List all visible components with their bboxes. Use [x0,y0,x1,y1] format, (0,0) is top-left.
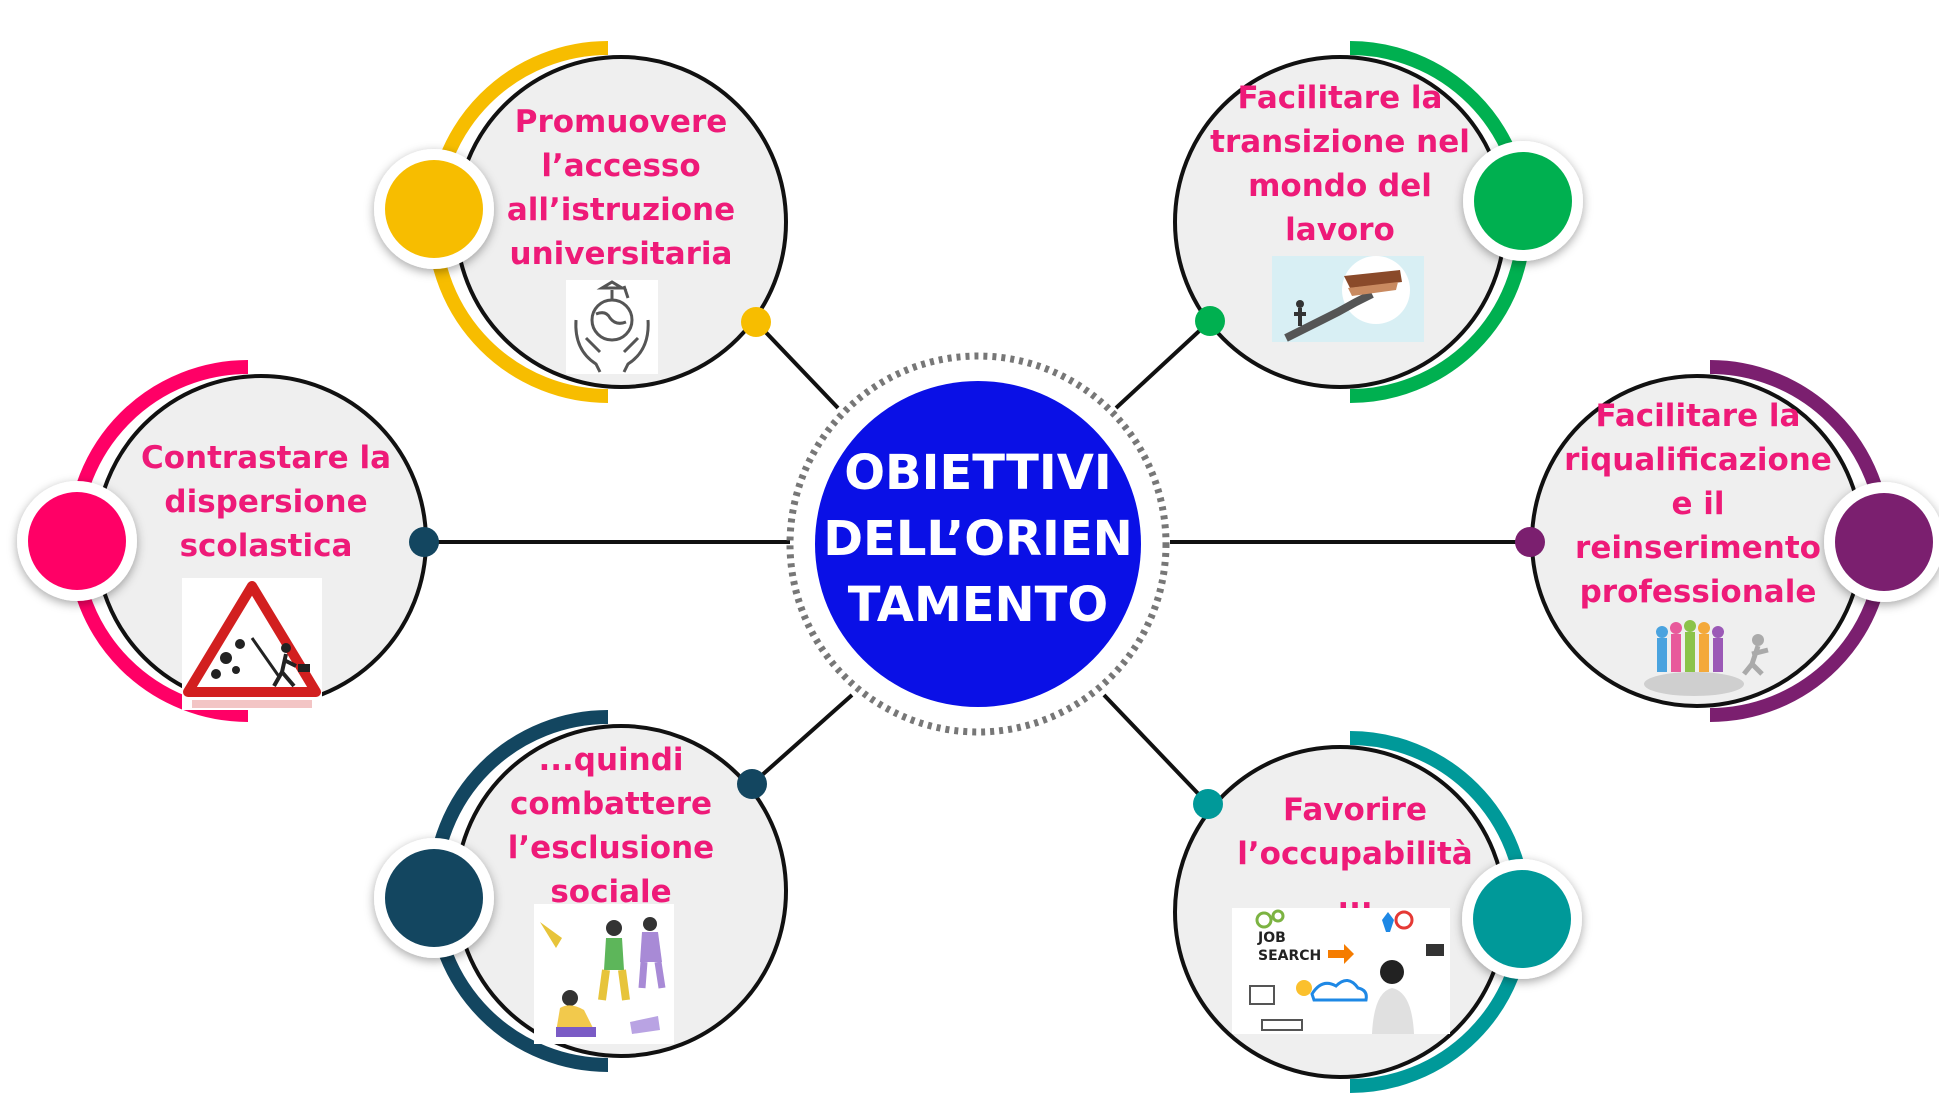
node-connector-dot [737,769,767,799]
connector-lavoro [1114,319,1212,410]
svg-text:JOB SEARCH: JOB SEARCH [1257,930,1321,964]
people-group-icon [1644,620,1769,696]
connector-lines [424,319,1530,806]
node-connector-dot [741,307,771,337]
node-badge-fill [28,492,126,590]
node-dispersione [17,360,439,722]
node-text-dispersione: Contrastare la dispersione scolastica [141,440,391,564]
connector-universita [754,320,840,410]
center-circle [815,381,1141,707]
node-text-universita: Promuovere l’accesso all’istruzione univ… [506,104,736,272]
node-connector-dot [1515,527,1545,557]
node-badge-fill [1474,152,1572,250]
node-connector-dot [1195,306,1225,336]
node-badge-fill [1473,870,1571,968]
connector-occupabilita [1102,693,1210,806]
job-search-line-1: JOB [1257,930,1286,946]
node-badge-fill [1835,493,1933,591]
stairs-to-work-icon [1272,256,1424,342]
social-exclusion-people-icon [534,904,674,1044]
node-lavoro [1173,41,1583,403]
connector-esclusione [750,693,854,786]
node-occupabilita: JOB SEARCH [1173,731,1582,1093]
node-connector-dot [1193,789,1223,819]
node-connector-dot [409,527,439,557]
job-search-line-2: SEARCH [1258,948,1321,964]
node-riqualificazione [1515,360,1939,722]
node-badge-fill [385,160,483,258]
node-universita [374,41,788,403]
node-esclusione [374,710,788,1072]
node-text-riqualificazione: Facilitare la riqualificazione e il rein… [1564,398,1832,610]
node-badge-fill [385,849,483,947]
job-search-icon: JOB SEARCH [1232,908,1450,1034]
graduation-globe-hands-icon [566,280,658,374]
center-title: OBIETTIVI DELL’ORIEN TAMENTO [823,445,1133,633]
falling-rocks-warning-icon [182,578,322,710]
center-node [786,352,1170,736]
node-text-occupabilita: Favorire l’occupabilità ... [1237,792,1473,916]
node-text-esclusione: ...quindi combattere l’esclusione social… [507,742,715,910]
node-text-lavoro: Facilitare la transizione nel mondo del … [1210,80,1470,248]
